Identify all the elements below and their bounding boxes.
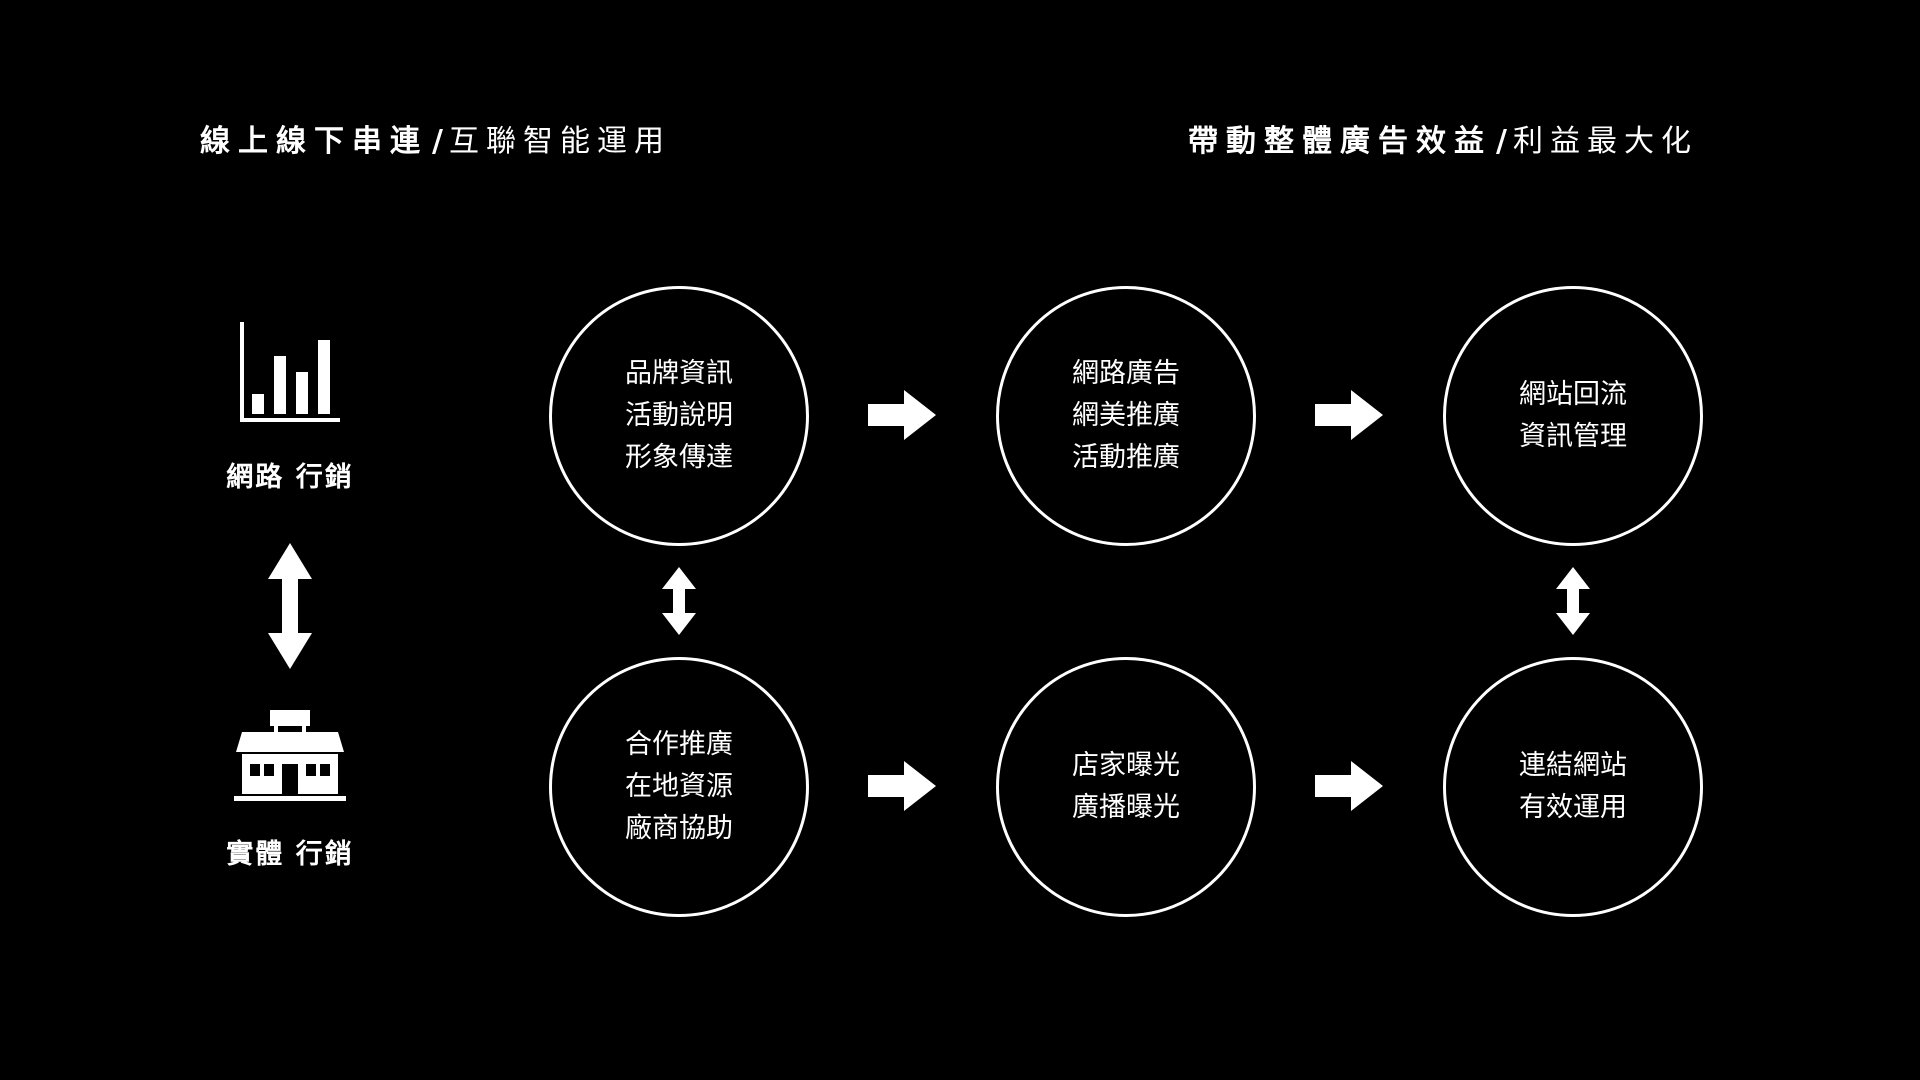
node-online-ads: 網路廣告 網美推廣 活動推廣	[996, 286, 1256, 546]
header-right-separator: /	[1496, 124, 1507, 159]
offline-marketing-label: 實體 行銷	[226, 839, 354, 870]
node-brand-info: 品牌資訊 活動說明 形象傳達	[549, 286, 809, 546]
header-right-light: 利益最大化	[1512, 124, 1698, 159]
header-left-light: 互聯智能運用	[448, 124, 671, 159]
node-line: 有效運用	[1519, 792, 1627, 823]
node-line: 廠商協助	[625, 813, 733, 844]
storefront-icon	[234, 710, 346, 801]
double-arrow-vertical-icon	[662, 567, 696, 635]
node-line: 合作推廣	[625, 729, 733, 760]
double-arrow-vertical-icon	[1556, 567, 1590, 635]
online-marketing-label: 網路 行銷	[226, 462, 354, 493]
node-line: 廣播曝光	[1072, 792, 1180, 823]
node-line: 活動說明	[625, 400, 733, 431]
arrow-right-icon	[1315, 390, 1383, 440]
arrow-right-icon	[1315, 761, 1383, 811]
node-line: 網路廣告	[1072, 358, 1180, 389]
header-left: 線上線下串連/互聯智能運用	[200, 122, 671, 162]
node-line: 網站回流	[1519, 379, 1627, 410]
arrow-right-icon	[868, 761, 936, 811]
node-line: 形象傳達	[625, 442, 733, 473]
header-left-separator: /	[432, 124, 443, 159]
node-line: 品牌資訊	[625, 358, 733, 389]
node-store-exposure: 店家曝光 廣播曝光	[996, 657, 1256, 917]
header-left-bold: 線上線下串連	[200, 124, 428, 159]
node-line: 資訊管理	[1519, 421, 1627, 452]
arrow-right-icon	[868, 390, 936, 440]
node-line: 店家曝光	[1072, 750, 1180, 781]
double-arrow-vertical-icon	[268, 543, 312, 669]
node-link-site: 連結網站 有效運用	[1443, 657, 1703, 917]
header-right: 帶動整體廣告效益/利益最大化	[1188, 122, 1698, 162]
bar-chart-icon	[240, 322, 340, 422]
header-right-bold: 帶動整體廣告效益	[1188, 124, 1492, 159]
node-line: 在地資源	[625, 771, 733, 802]
node-line: 網美推廣	[1072, 400, 1180, 431]
node-site-return: 網站回流 資訊管理	[1443, 286, 1703, 546]
node-line: 活動推廣	[1072, 442, 1180, 473]
node-line: 連結網站	[1519, 750, 1627, 781]
node-partnership: 合作推廣 在地資源 廠商協助	[549, 657, 809, 917]
